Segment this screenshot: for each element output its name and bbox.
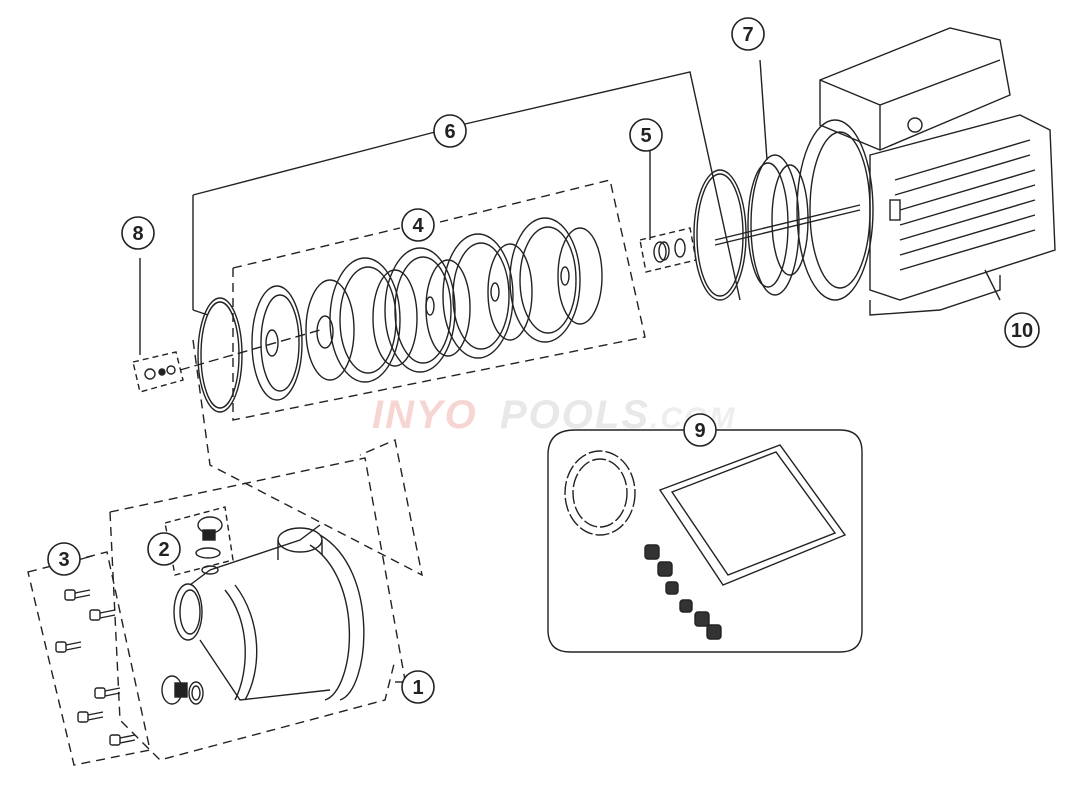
callout-8[interactable]: 8 bbox=[121, 216, 155, 250]
part-5 bbox=[639, 150, 697, 273]
callout-6-label: 6 bbox=[444, 121, 455, 143]
callouts: 1 2 3 4 5 6 7 8 bbox=[47, 17, 1040, 704]
shaft-axis bbox=[179, 329, 321, 371]
callout-3[interactable]: 3 bbox=[47, 542, 81, 576]
callout-6[interactable]: 6 bbox=[433, 114, 467, 148]
watermark: INYO POOLS .COM bbox=[372, 393, 734, 437]
callout-10-label: 10 bbox=[1011, 320, 1033, 342]
motor bbox=[714, 27, 1056, 316]
callout-10[interactable]: 10 bbox=[1004, 312, 1040, 348]
callout-8-label: 8 bbox=[132, 223, 143, 245]
callout-3-label: 3 bbox=[58, 549, 69, 571]
o-ring-left bbox=[197, 297, 243, 413]
callout-4-label: 4 bbox=[412, 215, 424, 237]
callout-9[interactable]: 9 bbox=[683, 413, 717, 447]
group-4-boundary bbox=[232, 179, 646, 421]
bolt bbox=[55, 589, 136, 746]
leader-6 bbox=[192, 71, 741, 316]
part-8 bbox=[132, 258, 184, 393]
callout-1[interactable]: 1 bbox=[401, 670, 435, 704]
pump-housing bbox=[161, 524, 365, 705]
callout-1-label: 1 bbox=[412, 677, 423, 699]
part-3 bbox=[27, 551, 151, 766]
part-9-kit bbox=[547, 429, 863, 653]
callout-7-label: 7 bbox=[742, 24, 753, 46]
callout-4[interactable]: 4 bbox=[401, 208, 435, 242]
seal-plate bbox=[747, 59, 809, 296]
callout-7[interactable]: 7 bbox=[731, 17, 765, 51]
o-ring-right bbox=[693, 169, 747, 301]
callout-2-label: 2 bbox=[158, 539, 169, 561]
callout-5[interactable]: 5 bbox=[629, 118, 663, 152]
leader-10 bbox=[984, 269, 1001, 301]
impeller-stack bbox=[251, 217, 603, 401]
cable-glands bbox=[644, 544, 722, 640]
group-1-boundary bbox=[109, 339, 423, 761]
callout-9-label: 9 bbox=[694, 420, 705, 442]
callout-2[interactable]: 2 bbox=[147, 532, 181, 566]
callout-5-label: 5 bbox=[640, 125, 651, 147]
watermark-inyo: INYO bbox=[372, 393, 478, 437]
